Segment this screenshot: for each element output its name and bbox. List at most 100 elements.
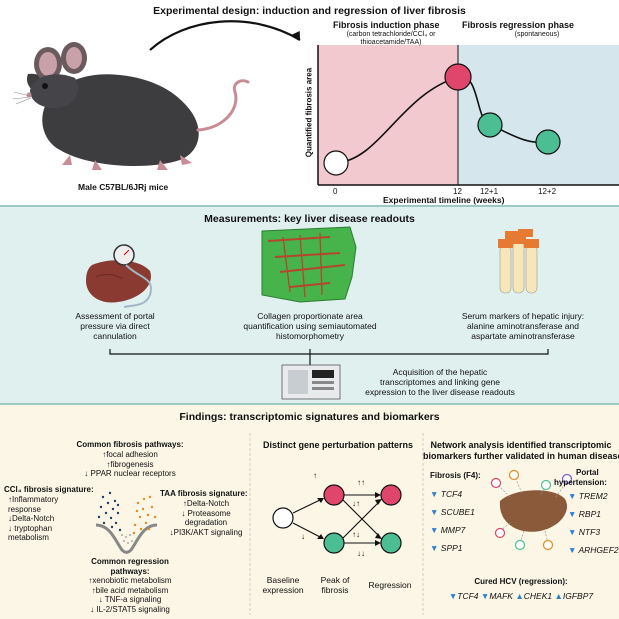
induction-phase-sub1: (carbon tetrachloride/CCl₄ or	[346, 31, 436, 38]
perturb-down-up: ↓↑	[352, 499, 360, 508]
serum-line-2: alanine aminotransferase and	[467, 321, 579, 331]
fibrosis-gene: ▼ SPP1	[430, 543, 463, 553]
acquisition-text: Acquisition of the hepatic transcriptome…	[340, 367, 540, 397]
common-regression-item: ↑xenobiotic metabolism	[88, 576, 172, 585]
perturb-peak-down-node	[323, 532, 345, 554]
common-regression-title-1: Common regression	[91, 557, 169, 566]
hcv-gene: MAFK	[489, 591, 513, 601]
mouse-label: Male C57BL/6JRj mice	[78, 182, 169, 192]
portal-gene: ▼ NTF3	[568, 527, 601, 537]
perturb-reg-up-node	[380, 484, 402, 506]
induction-phase-title: Fibrosis induction phase	[333, 20, 440, 30]
serum-tubes-illustration	[498, 229, 539, 294]
perturbation-diagram	[272, 484, 402, 554]
common-fibrosis-item: ↑fibrogenesis	[106, 459, 154, 469]
ccl4-signature-list: ↑Inflammatory response ↓Delta-Notch ↓ tr…	[8, 495, 58, 543]
regression-phase-sub: (spontaneous)	[514, 31, 560, 38]
peak-label-2: fibrosis	[321, 585, 349, 595]
taa-item: ↓PI3K/AKT signaling	[169, 527, 243, 537]
collagen-line-3: histomorphometry	[275, 331, 345, 341]
ccl4-item: ↑Inflammatory	[8, 495, 59, 504]
x-tick-0: 0	[333, 187, 338, 196]
peak-label: Peak of fibrosis	[310, 575, 360, 595]
peak-point	[444, 63, 472, 91]
sequencer-illustration	[281, 364, 341, 400]
common-regression-item: ↑bile acid metabolism	[91, 585, 169, 595]
perturb-up-up: ↑↑	[357, 478, 365, 487]
network-title-1: Network analysis identified transcriptom…	[430, 440, 612, 450]
portal-gene: ▼ ARHGEF2	[568, 545, 619, 555]
portal-gene: ▼ TREM2	[568, 491, 608, 501]
taa-item: ↑Delta-Notch	[182, 499, 230, 508]
ccl4-item: ↓ tryptophan	[8, 523, 53, 533]
findings-title: Findings: transcriptomic signatures and …	[179, 411, 440, 423]
common-regression-title: Common regression pathways:	[55, 557, 205, 576]
common-regression-item: ↓ TNF-a signaling	[98, 595, 162, 604]
ccl4-signature-title: CCl₄ fibrosis signature:	[4, 485, 94, 494]
perturb-down-arrow: ↓	[301, 532, 305, 541]
cured-hcv-gene-list: ▼TCF4 ▼MAFK ▲CHEK1 ▲IGFBP7	[448, 591, 594, 601]
baseline-label: Baseline expression	[255, 575, 311, 595]
peak-label-1: Peak of	[320, 575, 350, 585]
common-regression-list: ↑xenobiotic metabolism ↑bile acid metabo…	[55, 576, 205, 614]
baseline-label-1: Baseline	[266, 575, 300, 585]
measurements-title: Measurements: key liver disease readouts	[204, 213, 415, 225]
perturb-peak-up-node	[323, 484, 345, 506]
common-fibrosis-item: ↑focal adhesion	[102, 450, 158, 459]
taa-signature-title: TAA fibrosis signature:	[160, 489, 248, 498]
cured-hcv-title: Cured HCV (regression):	[474, 577, 568, 586]
ccl4-item: response	[8, 504, 41, 514]
baseline-label-2: expression	[262, 585, 304, 595]
network-title: Network analysis identified transcriptom…	[423, 440, 619, 461]
portal-line-3: cannulation	[93, 331, 137, 341]
baseline-point	[323, 150, 349, 176]
x-tick-13: 12+1	[480, 187, 499, 196]
regression-label: Regression	[368, 580, 412, 590]
regression-phase-title: Fibrosis regression phase	[462, 20, 575, 30]
induction-phase-sub2: thioacetamide/TAA)	[360, 39, 422, 46]
design-arrow	[149, 20, 301, 51]
portal-pressure-text: Assessment of portal pressure via direct…	[40, 311, 190, 341]
common-regression-item: ↓ IL-2/STAT5 signaling	[90, 604, 170, 614]
x-tick-14: 12+2	[538, 187, 557, 196]
x-tick-12: 12	[453, 187, 462, 196]
fibrosis-gene: ▼ TCF4	[430, 489, 463, 499]
perturb-up-down: ↑↓	[352, 530, 360, 539]
portal-line-1: Assessment of portal	[75, 311, 155, 321]
ccl4-item: ↓Delta-Notch	[8, 514, 55, 523]
portal-gene-list: ▼ TREM2 ▼ RBP1 ▼ NTF3 ▼ ARHGEF2	[568, 487, 619, 559]
measurements-panel: Measurements: key liver disease readouts	[0, 205, 619, 405]
fibrosis-f4-title: Fibrosis (F4):	[430, 471, 481, 480]
design-title: Experimental design: induction and regre…	[153, 5, 466, 17]
regression-point-2	[535, 129, 561, 155]
portal-hypertension-title: Portal hypertension:	[554, 468, 607, 487]
histology-image	[261, 226, 357, 303]
portal-pressure-illustration	[86, 244, 152, 308]
hcv-gene: TCF4	[457, 591, 479, 601]
acquisition-line-1: Acquisition of the hepatic	[392, 367, 488, 377]
taa-item: degradation	[184, 518, 228, 527]
fibrosis-gene-list: ▼ TCF4 ▼ SCUBE1 ▼ MMP7 ▼ SPP1	[430, 485, 475, 557]
fibrosis-gene: ▼ SCUBE1	[430, 507, 475, 517]
portal-line-2: pressure via direct	[80, 321, 150, 331]
findings-graphics	[95, 433, 573, 615]
y-axis-label: Quantified fibrosis area	[304, 67, 314, 158]
findings-panel: Findings: transcriptomic signatures and …	[0, 405, 619, 619]
design-graphics	[12, 20, 619, 186]
serum-line-3: aspartate aminotransferase	[471, 331, 575, 341]
portal-gene: ▼ RBP1	[568, 509, 602, 519]
portal-title-2: hypertension:	[554, 477, 607, 487]
network-title-2: biomarkers further validated in human di…	[423, 450, 619, 461]
fibrosis-gene: ▼ MMP7	[430, 525, 466, 535]
perturb-reg-down-node	[380, 532, 402, 554]
perturbation-title: Distinct gene perturbation patterns	[263, 440, 414, 450]
perturb-baseline-node	[272, 507, 294, 529]
perturb-down-down: ↓↓	[357, 549, 365, 558]
serum-markers-text: Serum markers of hepatic injury: alanine…	[438, 311, 608, 341]
hcv-gene: CHEK1	[523, 591, 553, 601]
serum-line-1: Serum markers of hepatic injury:	[461, 311, 585, 321]
experimental-design-panel: Experimental design: induction and regre…	[0, 0, 619, 205]
hcv-gene: IGFBP7	[562, 591, 594, 601]
volcano-plot	[95, 491, 158, 554]
regression-point-1	[477, 112, 503, 138]
